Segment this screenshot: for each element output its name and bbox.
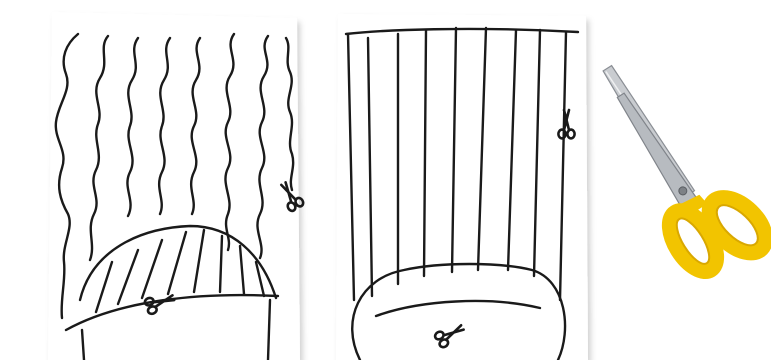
right-paper-template bbox=[336, 14, 588, 360]
yellow-scissors-icon bbox=[576, 39, 771, 291]
left-paper-template bbox=[48, 12, 305, 360]
